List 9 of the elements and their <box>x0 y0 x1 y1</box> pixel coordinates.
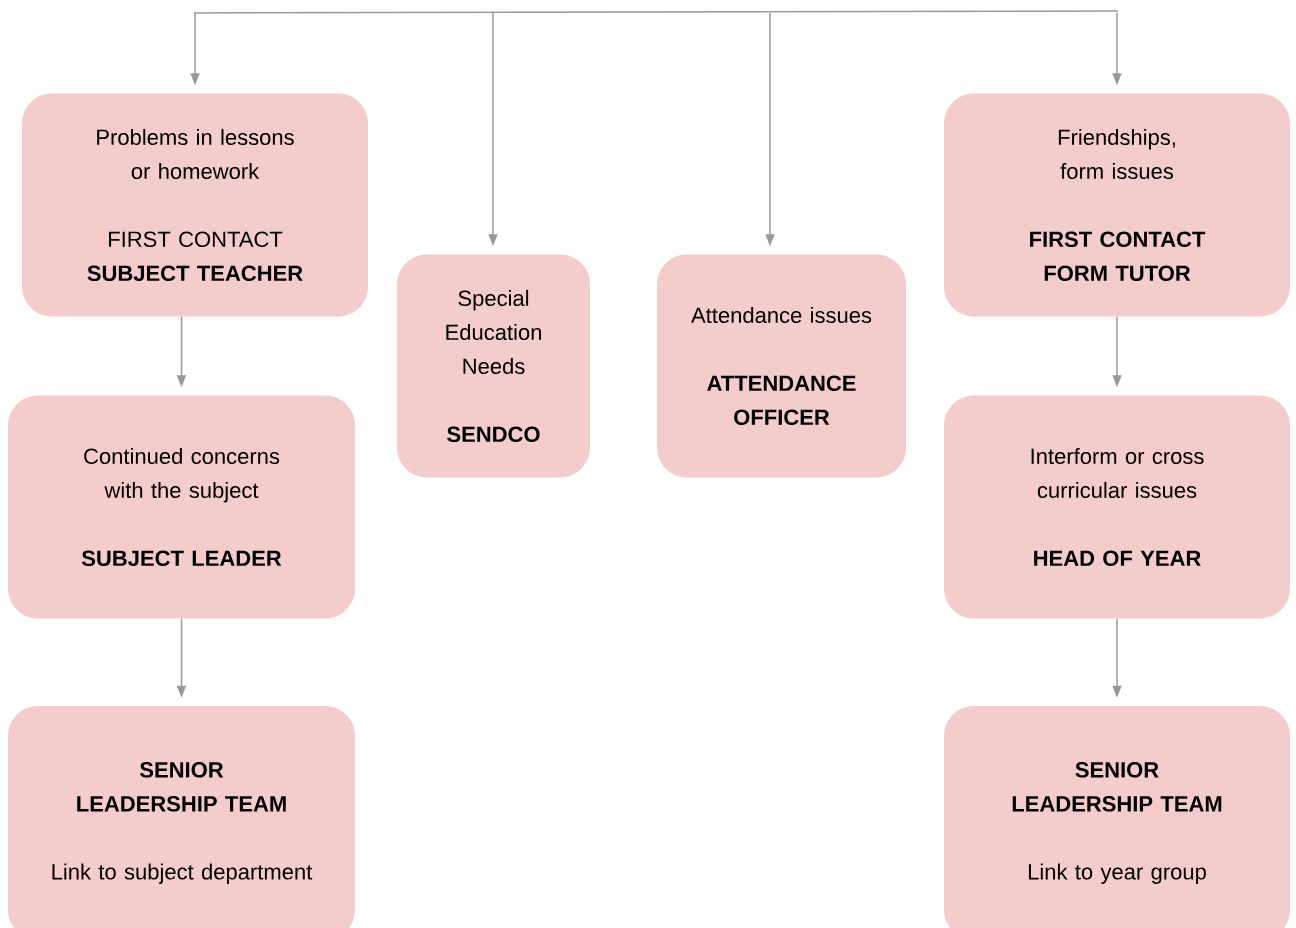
process-box: Friendships, form issues FIRST CONTACT FORM TUTOR <box>944 93 1290 317</box>
process-box: Interform or cross curricular issues HEAD OF YEAR <box>944 395 1290 619</box>
process-box: SENIOR LEADERSHIP TEAM Link to year group <box>944 706 1290 928</box>
process-box: SENIOR LEADERSHIP TEAM Link to subject department <box>8 706 355 928</box>
process-box: Attendance issues ATTENDANCE OFFICER <box>657 254 906 478</box>
process-box: Continued concerns with the subject SUBJECT LEADER <box>8 395 355 619</box>
process-box: Special Education Needs SENDCO <box>397 254 590 478</box>
connector-line <box>193 10 1119 14</box>
process-box: Problems in lessons or homework FIRST CONTACT SUBJECT TEACHER <box>22 93 368 317</box>
